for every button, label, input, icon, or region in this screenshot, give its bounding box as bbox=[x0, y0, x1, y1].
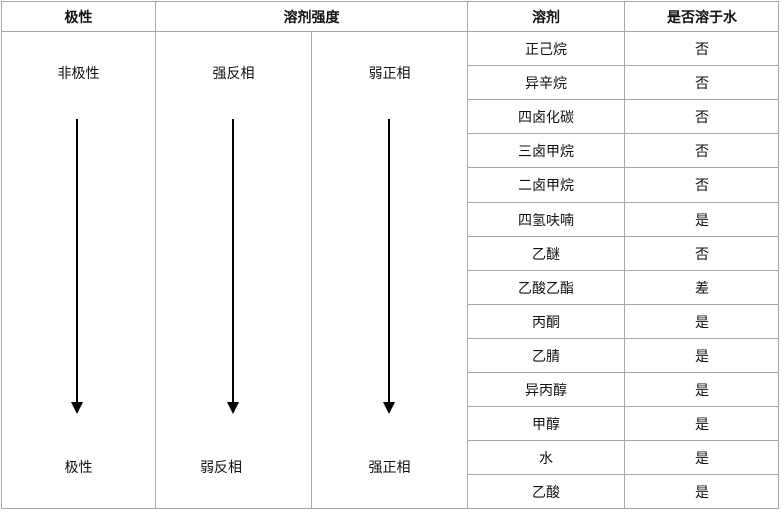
row-divider bbox=[468, 270, 779, 271]
solvent-name-cell: 乙酸 bbox=[532, 485, 560, 502]
solvent-name-cell: 异辛烷 bbox=[525, 76, 567, 93]
solvent-name-cell: 乙酸乙酯 bbox=[518, 280, 574, 297]
solvent-name-cell: 异丙醇 bbox=[525, 383, 567, 400]
water-soluble-cell: 是 bbox=[695, 451, 709, 468]
solvent-name-cell: 二卤甲烷 bbox=[518, 178, 574, 195]
arrow-down-icon bbox=[388, 119, 390, 403]
row-divider bbox=[468, 65, 779, 66]
water-soluble-cell: 否 bbox=[695, 110, 709, 127]
header-polarity: 极性 bbox=[64, 9, 93, 26]
arrow-down-icon bbox=[232, 119, 234, 403]
water-soluble-cell: 否 bbox=[695, 178, 709, 195]
water-soluble-cell: 是 bbox=[695, 383, 709, 400]
arrow-down-icon-head bbox=[383, 402, 395, 414]
solvent-name-cell: 四氢呋喃 bbox=[518, 212, 574, 229]
solvent-name-cell: 水 bbox=[539, 451, 553, 468]
column-divider bbox=[155, 2, 156, 509]
water-soluble-cell: 是 bbox=[695, 417, 709, 434]
arrow-down-icon-head bbox=[71, 402, 83, 414]
row-divider bbox=[468, 372, 779, 373]
solvent-name-cell: 甲醇 bbox=[532, 417, 560, 434]
row-divider bbox=[468, 236, 779, 237]
water-soluble-cell: 否 bbox=[695, 76, 709, 93]
water-soluble-cell: 否 bbox=[695, 42, 709, 59]
column-divider bbox=[467, 2, 468, 509]
row-divider bbox=[468, 167, 779, 168]
solvent-name-cell: 三卤甲烷 bbox=[518, 144, 574, 161]
header-solvent: 溶剂 bbox=[532, 9, 560, 26]
row-divider bbox=[468, 202, 779, 203]
water-soluble-cell: 否 bbox=[695, 144, 709, 161]
column-divider bbox=[311, 31, 312, 509]
row-divider bbox=[468, 133, 779, 134]
row-divider bbox=[468, 338, 779, 339]
row-divider bbox=[468, 474, 779, 475]
arrow-down-icon bbox=[76, 119, 78, 403]
water-soluble-cell: 是 bbox=[695, 348, 709, 365]
normal-phase-top-label: 弱正相 bbox=[368, 66, 411, 82]
solvent-name-cell: 正己烷 bbox=[525, 42, 567, 59]
polarity-top-label: 非极性 bbox=[57, 66, 100, 82]
solvent-name-cell: 四卤化碳 bbox=[518, 110, 574, 127]
water-soluble-cell: 是 bbox=[695, 485, 709, 502]
solvent-name-cell: 乙腈 bbox=[532, 348, 560, 365]
row-divider bbox=[468, 304, 779, 305]
reverse-phase-bottom-label: 弱反相 bbox=[200, 460, 242, 476]
header-divider bbox=[2, 31, 779, 32]
row-divider bbox=[468, 440, 779, 441]
water-soluble-cell: 是 bbox=[695, 212, 709, 229]
row-divider bbox=[468, 406, 779, 407]
water-soluble-cell: 差 bbox=[695, 280, 709, 297]
water-soluble-cell: 否 bbox=[695, 246, 709, 263]
row-divider bbox=[468, 99, 779, 100]
header-solvent-strength: 溶剂强度 bbox=[283, 9, 340, 26]
water-soluble-cell: 是 bbox=[695, 314, 709, 331]
arrow-down-icon-head bbox=[227, 402, 239, 414]
column-divider bbox=[624, 2, 625, 509]
normal-phase-bottom-label: 强正相 bbox=[368, 460, 411, 476]
solvent-name-cell: 乙醚 bbox=[532, 246, 560, 263]
solvent-name-cell: 丙酮 bbox=[532, 314, 560, 331]
polarity-bottom-label: 极性 bbox=[64, 460, 93, 476]
reverse-phase-top-label: 强反相 bbox=[212, 66, 255, 82]
header-water-soluble: 是否溶于水 bbox=[667, 9, 737, 26]
